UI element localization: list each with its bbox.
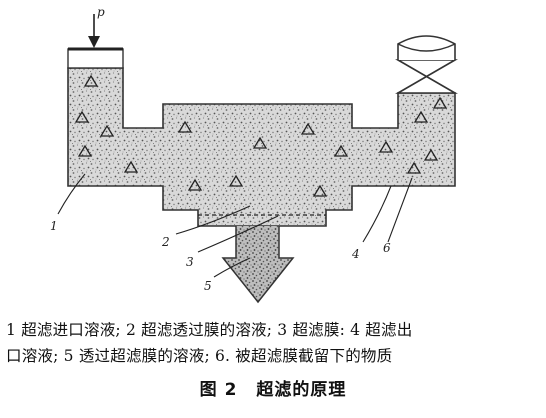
callout-5: 5 [204, 279, 212, 293]
particle [187, 178, 203, 191]
callout-2: 2 [161, 235, 170, 249]
leader-3 [197, 215, 279, 253]
ultrafiltration-diagram: p 1 2 3 4 5 6 [50, 5, 458, 304]
caption-line-1: 1 超滤进口溶液; 2 超滤透过膜的溶液; 3 超滤膜: 4 超滤出 [6, 321, 413, 339]
particle [300, 122, 316, 135]
leader-2 [175, 205, 251, 235]
particle [123, 160, 139, 173]
particle [432, 96, 448, 109]
permeate-outlet-arrow [221, 226, 295, 304]
particle [378, 140, 394, 153]
outlet-valve [395, 35, 458, 94]
particle [413, 110, 429, 123]
particle [77, 144, 93, 157]
callout-leaders [57, 173, 413, 278]
particle [99, 124, 115, 137]
inlet-piston: p [67, 5, 124, 69]
leader-5 [213, 257, 251, 278]
retained-particles [74, 74, 448, 197]
figure-number: 图 2 [199, 380, 238, 400]
piston-pressure-label: p [97, 5, 105, 19]
callout-4: 4 [351, 247, 360, 261]
caption-line-2: 口溶液; 5 透过超滤膜的溶液; 6. 被超滤膜截留下的物质 [6, 347, 393, 365]
particle [228, 174, 244, 187]
particle [252, 136, 268, 149]
particle [333, 144, 349, 157]
particle [423, 148, 439, 161]
vessel-body [67, 67, 456, 227]
leader-1 [57, 173, 86, 215]
particle [177, 120, 193, 133]
callout-6: 6 [383, 241, 391, 255]
particle [406, 161, 422, 174]
callout-1: 1 [50, 219, 58, 233]
particle [83, 74, 99, 87]
particle [312, 184, 328, 197]
figure-title: 图 2 超滤的原理 [0, 375, 546, 400]
figure-title-text: 超滤的原理 [256, 380, 347, 400]
particle [74, 110, 90, 123]
leader-6 [387, 177, 413, 243]
callout-3: 3 [186, 255, 194, 269]
leader-4 [362, 185, 392, 243]
